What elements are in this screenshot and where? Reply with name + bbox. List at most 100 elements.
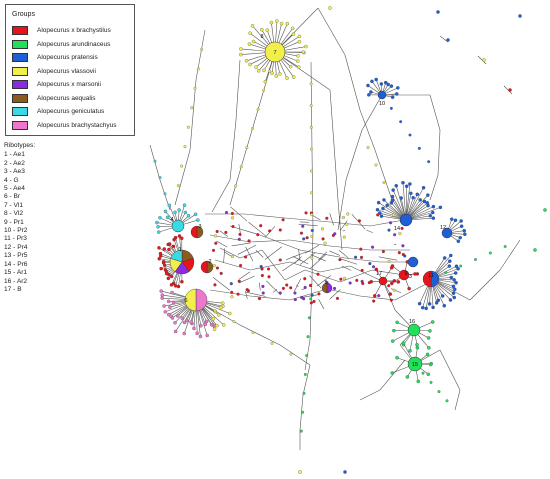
legend-swatch bbox=[12, 120, 28, 130]
network-leaf-nodes bbox=[153, 6, 547, 474]
leaf-node bbox=[281, 286, 285, 290]
leaf-node bbox=[244, 59, 249, 63]
legend-label: Alopecurus geniculatus bbox=[37, 108, 105, 115]
leaf-node bbox=[343, 470, 347, 474]
network-edge bbox=[239, 249, 263, 259]
leaf-node bbox=[268, 229, 272, 233]
network-edge bbox=[216, 240, 228, 248]
leaf-node bbox=[301, 50, 306, 54]
leaf-node bbox=[179, 236, 184, 241]
network-edge bbox=[369, 219, 405, 227]
leaf-node bbox=[163, 209, 168, 214]
leaf-node bbox=[388, 292, 393, 296]
network-edge bbox=[304, 244, 320, 254]
leaf-node bbox=[427, 302, 432, 306]
leaf-node bbox=[448, 259, 452, 263]
network-edge bbox=[339, 269, 373, 283]
leaf-node bbox=[213, 283, 217, 287]
legend-label: Alopecurus x brachystilus bbox=[37, 27, 111, 34]
hub-slice bbox=[407, 323, 421, 337]
leaf-node bbox=[166, 299, 171, 304]
legend-swatch bbox=[12, 53, 28, 62]
network-edge bbox=[229, 119, 237, 181]
leaf-node bbox=[396, 86, 400, 90]
leaf-node bbox=[382, 181, 386, 184]
leaf-node bbox=[219, 271, 223, 275]
hub-slice bbox=[264, 41, 286, 63]
network-edge bbox=[454, 389, 461, 411]
network-edge bbox=[214, 259, 251, 271]
network-edge bbox=[274, 51, 331, 91]
leaf-node bbox=[401, 341, 406, 346]
leaf-node bbox=[533, 248, 537, 252]
network-edge bbox=[299, 252, 316, 265]
network-edge bbox=[302, 294, 318, 298]
leaf-node bbox=[374, 267, 379, 272]
leaf-node bbox=[371, 245, 375, 249]
network-edge bbox=[219, 247, 241, 259]
network-edge bbox=[294, 256, 302, 264]
leaf-node bbox=[292, 75, 296, 79]
leaf-node bbox=[374, 163, 378, 167]
leaf-node bbox=[374, 77, 378, 82]
hub-label: 7 bbox=[273, 50, 276, 56]
leaf-node bbox=[297, 39, 302, 44]
leaf-node bbox=[446, 38, 450, 42]
leaf-node bbox=[304, 211, 308, 215]
leaf-node bbox=[333, 286, 337, 290]
network-edge bbox=[310, 254, 326, 262]
leaf-node bbox=[209, 322, 214, 327]
ribotype-item: 11 - Pr3 bbox=[4, 235, 27, 243]
leaf-node bbox=[417, 301, 422, 306]
hub-slice bbox=[441, 227, 453, 239]
network-edge bbox=[309, 279, 313, 341]
leaf-node bbox=[387, 228, 391, 232]
leaf-node bbox=[338, 258, 342, 262]
legend-item: Alopecurus arundinaceus bbox=[12, 39, 110, 50]
leaf-node bbox=[310, 191, 314, 195]
leaf-node bbox=[291, 32, 296, 36]
hub-slice bbox=[170, 249, 183, 263]
leaf-node bbox=[359, 247, 363, 251]
leaf-node bbox=[237, 279, 241, 283]
network-edge bbox=[245, 291, 266, 297]
leaf-node bbox=[173, 210, 177, 215]
leaf-node bbox=[278, 228, 282, 232]
hub-node-12 bbox=[441, 227, 453, 239]
network-edge bbox=[326, 288, 361, 297]
leaf-node bbox=[389, 106, 393, 110]
leaf-node bbox=[293, 298, 297, 302]
network-edge bbox=[329, 221, 371, 227]
network-edge bbox=[429, 174, 439, 201]
ribotype-list-title: Ribotypes: bbox=[4, 142, 36, 149]
legend-label: Alopecurus aequalis bbox=[37, 94, 96, 102]
network-edge bbox=[279, 344, 311, 366]
leaf-node bbox=[159, 289, 163, 293]
leaf-node bbox=[543, 208, 547, 212]
hub-node-4 bbox=[171, 219, 185, 233]
leaf-node bbox=[431, 210, 435, 215]
network-edge bbox=[359, 389, 381, 401]
hub-slice bbox=[422, 270, 432, 288]
leaf-node bbox=[312, 299, 316, 304]
leaf-node bbox=[278, 72, 282, 76]
hub-slice bbox=[190, 225, 198, 239]
leaf-node bbox=[390, 194, 395, 199]
leaf-node bbox=[256, 69, 261, 73]
leaf-node bbox=[246, 289, 250, 293]
leaf-node bbox=[407, 286, 411, 291]
leaf-node bbox=[428, 329, 432, 333]
leaf-node bbox=[251, 127, 254, 130]
leaf-node bbox=[375, 207, 380, 212]
leaf-node bbox=[449, 253, 453, 258]
leaf-node bbox=[221, 323, 226, 327]
leaf-node bbox=[415, 192, 420, 197]
legend-item: Alopecurus x marsonii bbox=[12, 79, 101, 90]
leaf-node bbox=[323, 241, 327, 245]
hub-node-5 bbox=[321, 282, 333, 294]
network-edge bbox=[212, 277, 230, 291]
leaf-node bbox=[156, 230, 161, 234]
network-edge bbox=[294, 278, 302, 292]
leaf-node bbox=[166, 312, 171, 317]
